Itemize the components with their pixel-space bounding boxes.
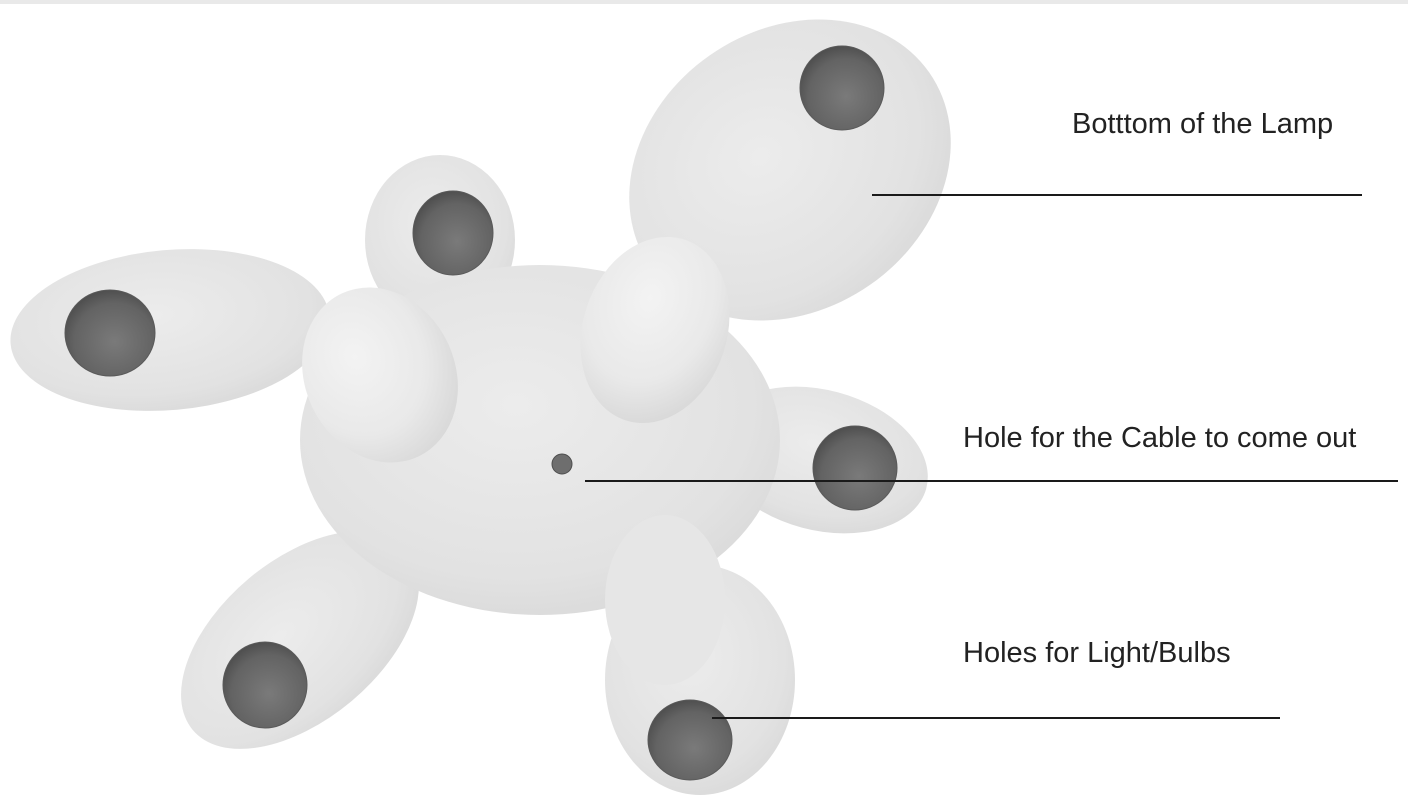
bulb-hole-bottom — [648, 700, 732, 780]
bulb-hole-bottom-left — [223, 642, 307, 728]
bulb-hole-right — [813, 426, 897, 510]
label-bulb-holes: Holes for Light/Bulbs — [963, 639, 1231, 668]
lamp-bump-bottom — [605, 515, 725, 685]
lamp-lobe-left — [4, 236, 337, 423]
bulb-hole-left — [65, 290, 155, 376]
label-bottom-of-lamp: Botttom of the Lamp — [1072, 110, 1333, 139]
label-cable-hole: Hole for the Cable to come out — [963, 424, 1356, 453]
bulb-hole-top-right — [800, 46, 884, 130]
cable-hole — [552, 454, 572, 474]
bulb-hole-upper-mid — [413, 191, 493, 275]
